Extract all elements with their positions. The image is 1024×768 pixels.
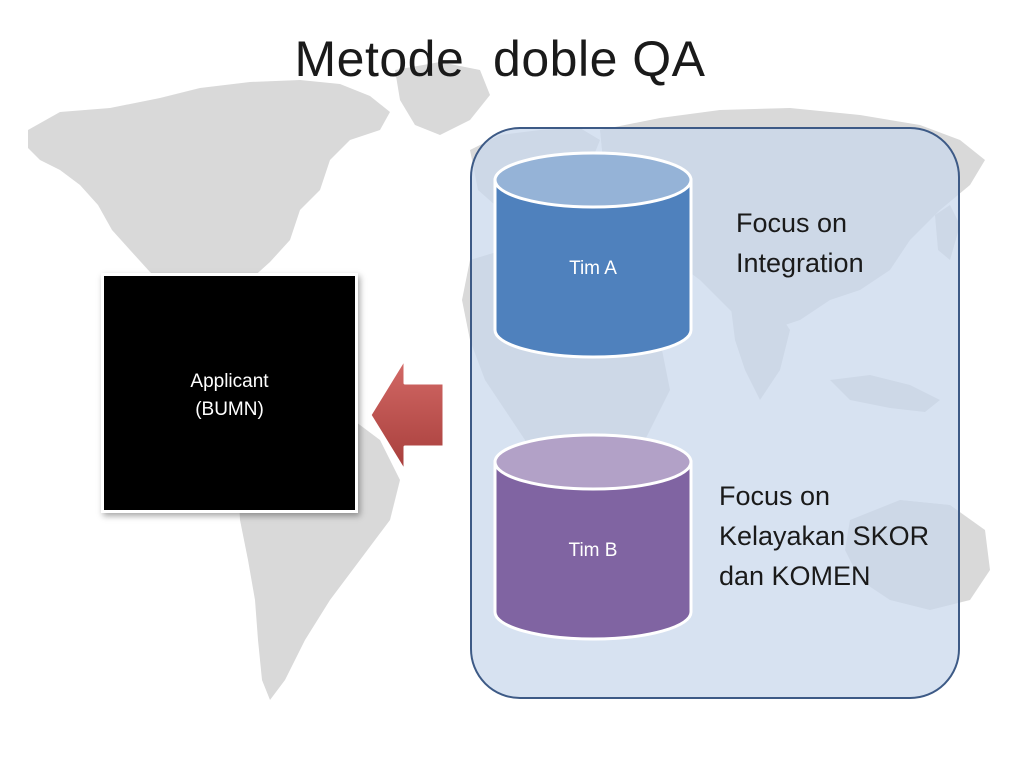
- tim-b-focus-text: Focus on Kelayakan SKOR dan KOMEN: [719, 476, 929, 596]
- applicant-label-line1: Applicant: [190, 371, 269, 392]
- applicant-label-line2: (BUMN): [195, 399, 264, 420]
- map-greenland: [395, 62, 490, 135]
- tim-b-cylinder: [493, 433, 693, 641]
- applicant-label: Applicant (BUMN): [104, 368, 355, 424]
- map-north-america: [28, 80, 390, 330]
- tim-b-focus-line1: Focus on: [719, 481, 831, 511]
- applicant-box: Applicant (BUMN): [101, 273, 358, 513]
- tim-a-focus-line1: Focus on: [736, 208, 848, 238]
- tim-a-label: Tim A: [569, 258, 617, 279]
- slide-title: Metode doble QA: [294, 31, 706, 87]
- tim-b-focus-line3: dan KOMEN: [719, 561, 871, 591]
- tim-a-focus-line2: Integration: [736, 248, 864, 278]
- tim-a-focus-text: Focus on Integration: [736, 203, 864, 283]
- tim-a-cylinder: [493, 151, 693, 359]
- left-arrow-icon: [368, 356, 446, 474]
- tim-b-focus-line2: Kelayakan SKOR: [719, 521, 930, 551]
- tim-b-label: Tim B: [568, 540, 618, 561]
